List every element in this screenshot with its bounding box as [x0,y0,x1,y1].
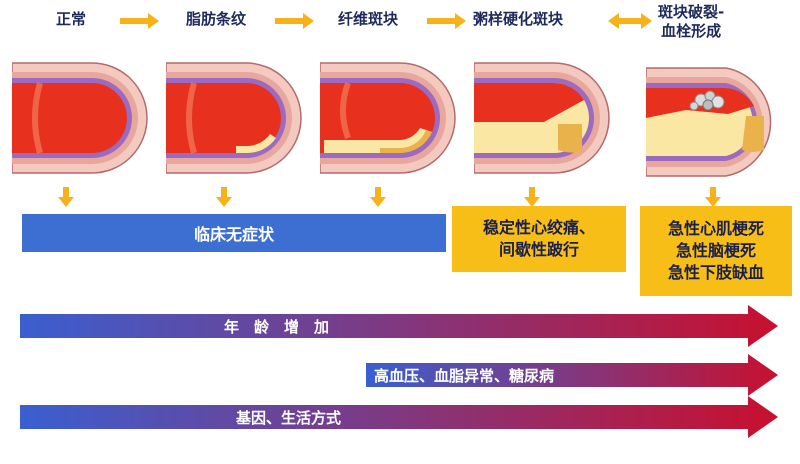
down-arrow-icon [524,187,540,207]
disease-arrow-label: 高血压、血脂异常、糖尿病 [374,367,555,385]
lifestyle-arrow [20,396,778,438]
outcome-asymptomatic: 临床无症状 [22,214,446,252]
outcome-stable-line2: 间歇性跛行 [498,240,579,259]
stage-label-fibrous-plaque: 纤维斑块 [338,10,399,28]
stage-label-rupture-line2: 血栓形成 [661,22,722,40]
outcome-acute-line3: 急性下肢缺血 [667,263,764,282]
stage-label-fatty-streak: 脂肪条纹 [186,10,247,28]
age-arrow [20,305,778,347]
flow-arrow-icon [427,13,466,29]
lifestyle-arrow-label: 基因、生活方式 [236,409,342,427]
vessel-fibrous-plaque-illustration [320,62,456,174]
stage-label-normal: 正常 [56,10,87,28]
vessel-atheroma-illustration [474,62,610,174]
outcome-acute-line2: 急性脑梗死 [675,241,756,260]
outcome-stable-line1: 稳定性心绞痛、 [482,218,595,237]
age-arrow-label: 年 龄 增 加 [224,318,330,336]
flow-arrow-icon [120,13,159,29]
vessel-normal-illustration [12,62,148,174]
stage-label-rupture: 斑块破裂- 血栓形成 [658,3,724,41]
down-arrow-icon [705,187,721,207]
vessel-fatty-streak-illustration [166,62,302,174]
stage-label-atheroma: 粥样硬化斑块 [473,10,564,28]
flow-arrow-icon [275,13,314,29]
outcome-acute: 急性心肌梗死 急性脑梗死 急性下肢缺血 [640,206,792,296]
outcome-stable: 稳定性心绞痛、 间歇性跛行 [452,206,626,272]
vessel-rupture-thrombus-illustration [646,67,772,177]
outcome-acute-line1: 急性心肌梗死 [667,219,764,238]
down-arrow-icon [370,187,386,207]
down-arrow-icon [216,187,232,207]
down-arrow-icon [58,187,74,207]
disease-arrow [366,354,778,396]
thrombus-icon [689,90,725,111]
stage-label-rupture-line1: 斑块破裂- [658,3,725,21]
double-arrow-icon [608,13,652,29]
